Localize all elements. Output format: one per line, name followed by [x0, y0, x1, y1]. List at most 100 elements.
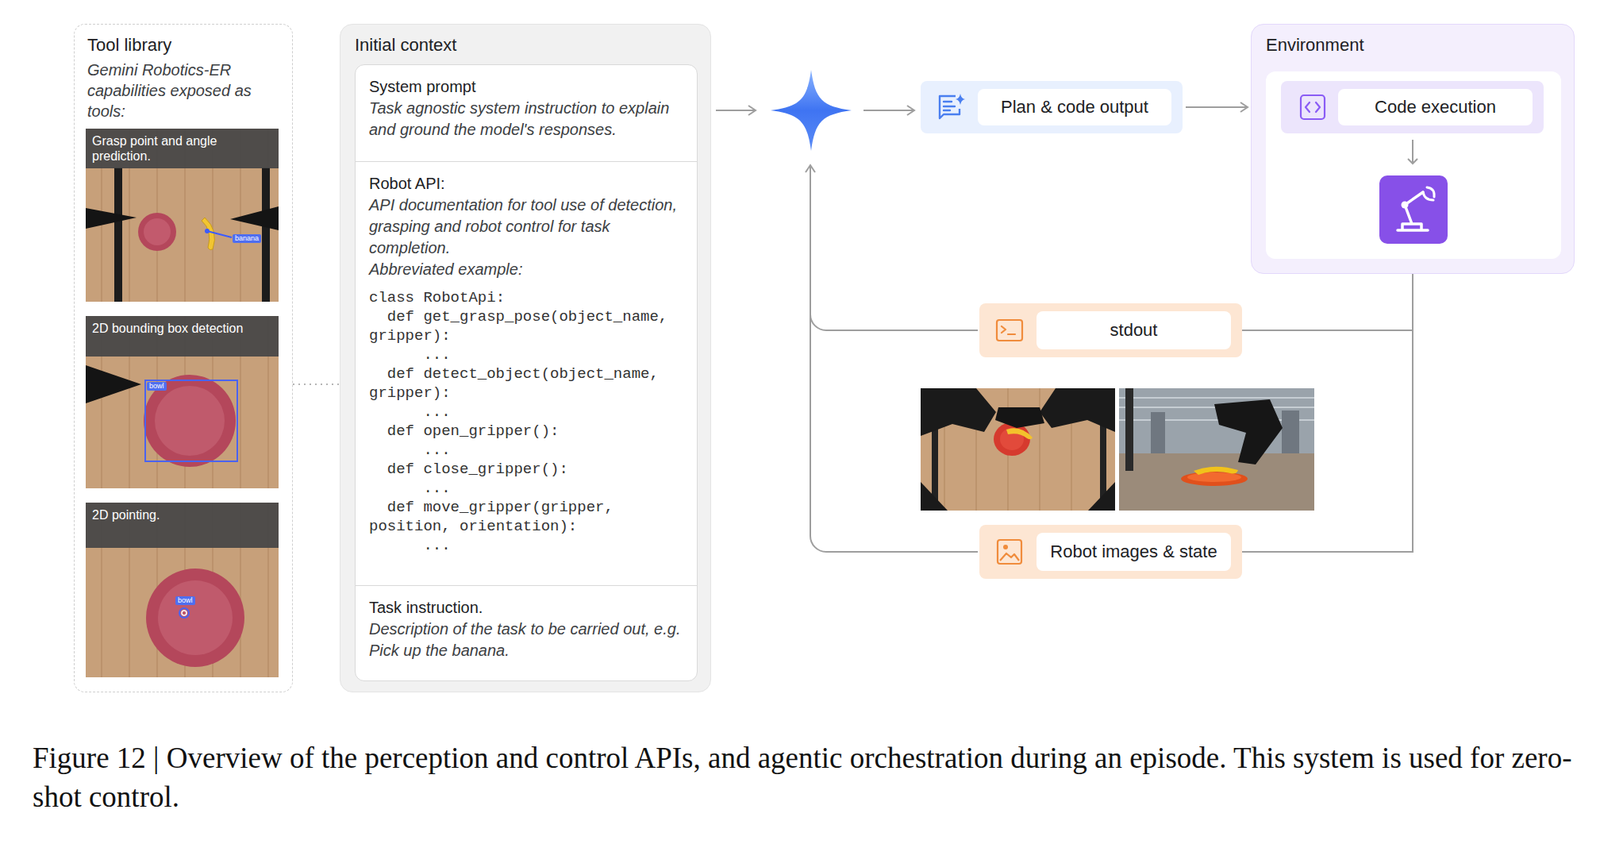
- art-rect: [114, 167, 123, 302]
- section-title: Task instruction.: [369, 596, 684, 619]
- art-ellipse: [1187, 472, 1242, 482]
- art-path: [863, 109, 915, 112]
- tile-caption: Grasp point and angle prediction.: [85, 128, 279, 169]
- art-circle: [146, 568, 245, 667]
- robot-photo: [920, 388, 1116, 511]
- tile-caption: 2D pointing.: [85, 502, 279, 548]
- art-ellipse: [993, 422, 1031, 456]
- art-path: [1407, 158, 1418, 164]
- flow-connector: [1242, 273, 1413, 331]
- code-line: class RobotApi:: [369, 288, 684, 308]
- art-path: [1305, 102, 1320, 112]
- art-path: [810, 314, 978, 331]
- panel-heading: Environment: [1265, 34, 1560, 57]
- art-polygon: [1039, 388, 1116, 432]
- section-title: Robot API:: [369, 173, 684, 195]
- art-circle: [157, 580, 233, 655]
- art-rect: [920, 388, 1116, 511]
- art-rect: [1125, 388, 1134, 471]
- art-ellipse: [1180, 471, 1248, 486]
- feedback-box: Robot images & state: [979, 524, 1243, 579]
- object-tag: bowl: [146, 381, 167, 391]
- art-path: [943, 101, 955, 111]
- panel-heading: Tool library: [87, 34, 280, 57]
- art-path: [770, 69, 852, 151]
- tool-image-tile: 2D bounding box detection bowl: [85, 315, 279, 489]
- prompt-section: System promptTask agnostic system instru…: [355, 65, 697, 162]
- art-rect: [996, 319, 1023, 341]
- art-line: [207, 230, 232, 238]
- code-ellipsis: ...: [369, 345, 684, 365]
- art-polygon: [85, 365, 142, 404]
- context-panel: Initial contextSystem promptTask agnosti…: [339, 23, 712, 693]
- section-description: Task agnostic system instruction to expl…: [369, 97, 684, 141]
- art-rect: [261, 167, 270, 302]
- art-circle: [138, 212, 177, 251]
- section-title: System prompt: [369, 76, 684, 98]
- section-description: Abbreviated example:: [369, 258, 684, 281]
- box-label: stdout: [1036, 311, 1231, 350]
- code-line: def open_gripper():: [369, 421, 684, 441]
- art-circle: [143, 218, 171, 246]
- tile-caption: 2D bounding box detection: [85, 315, 279, 357]
- plan-icon: [934, 91, 967, 124]
- art-circle: [181, 610, 187, 616]
- flow-connector: [1242, 273, 1413, 552]
- robot-photo: [1119, 388, 1315, 511]
- image-icon: [993, 535, 1026, 568]
- code-icon: [1296, 91, 1329, 124]
- code-ellipsis: ...: [369, 478, 684, 498]
- section-description: API documentation for tool use of detect…: [369, 194, 684, 259]
- art-rect: [85, 315, 279, 489]
- art-rect: [145, 380, 238, 462]
- code-ellipsis: ...: [369, 535, 684, 555]
- art-rect: [1281, 410, 1300, 454]
- terminal-icon: [993, 314, 1026, 347]
- art-circle: [154, 385, 225, 456]
- art-path: [955, 93, 966, 105]
- art-path: [1001, 326, 1016, 335]
- art-polygon: [230, 206, 279, 231]
- object-tag: banana: [232, 234, 262, 243]
- art-path: [1006, 427, 1033, 439]
- panel-heading: Initial context: [354, 34, 697, 57]
- code-line: def move_gripper(gripper, position, orie…: [369, 497, 684, 536]
- output-box: Plan & code output: [920, 80, 1183, 134]
- art-polygon: [920, 388, 997, 436]
- art-circle: [179, 607, 189, 618]
- gemini-star: [770, 69, 852, 151]
- art-path: [201, 217, 215, 250]
- object-tag: bowl: [175, 596, 196, 605]
- art-path: [1423, 187, 1435, 200]
- art-rect: [1119, 388, 1315, 454]
- tool-library-panel: Tool libraryGemini Robotics-ER capabilit…: [73, 23, 293, 693]
- tool-image-tile: Grasp point and angle prediction. banana: [85, 128, 279, 302]
- art-rect: [1379, 175, 1448, 244]
- art-rect: [85, 502, 279, 677]
- art-rect: [1150, 411, 1166, 454]
- execution-box: Code execution: [1280, 80, 1544, 134]
- panel-subtitle: Gemini Robotics-ER capabilities exposed …: [87, 59, 280, 122]
- task-section: Task instruction.Description of the task…: [355, 584, 697, 681]
- feedback-box: stdout: [979, 303, 1243, 358]
- art-path: [715, 109, 756, 112]
- box-label: Code execution: [1338, 88, 1533, 126]
- art-rect: [1119, 453, 1315, 511]
- art-polygon: [920, 481, 948, 511]
- code-line: def get_grasp_pose(object_name, gripper)…: [369, 307, 684, 346]
- flow-connector: [1185, 106, 1248, 108]
- art-circle: [1003, 544, 1008, 550]
- art-path: [1397, 192, 1428, 231]
- environment-panel: Environment Code execution: [1250, 23, 1575, 274]
- art-rect: [1300, 95, 1325, 120]
- box-label: Robot images & state: [1036, 532, 1231, 571]
- code-line: def close_gripper():: [369, 459, 684, 479]
- box-label: Plan & code output: [977, 88, 1172, 126]
- art-path: [1411, 139, 1414, 164]
- api-section: Robot API:API documentation for tool use…: [355, 161, 697, 585]
- section-description: Description of the task to be carried ou…: [369, 618, 684, 662]
- tool-image-tile: 2D pointing. bowl: [85, 502, 279, 677]
- art-rect: [85, 128, 279, 302]
